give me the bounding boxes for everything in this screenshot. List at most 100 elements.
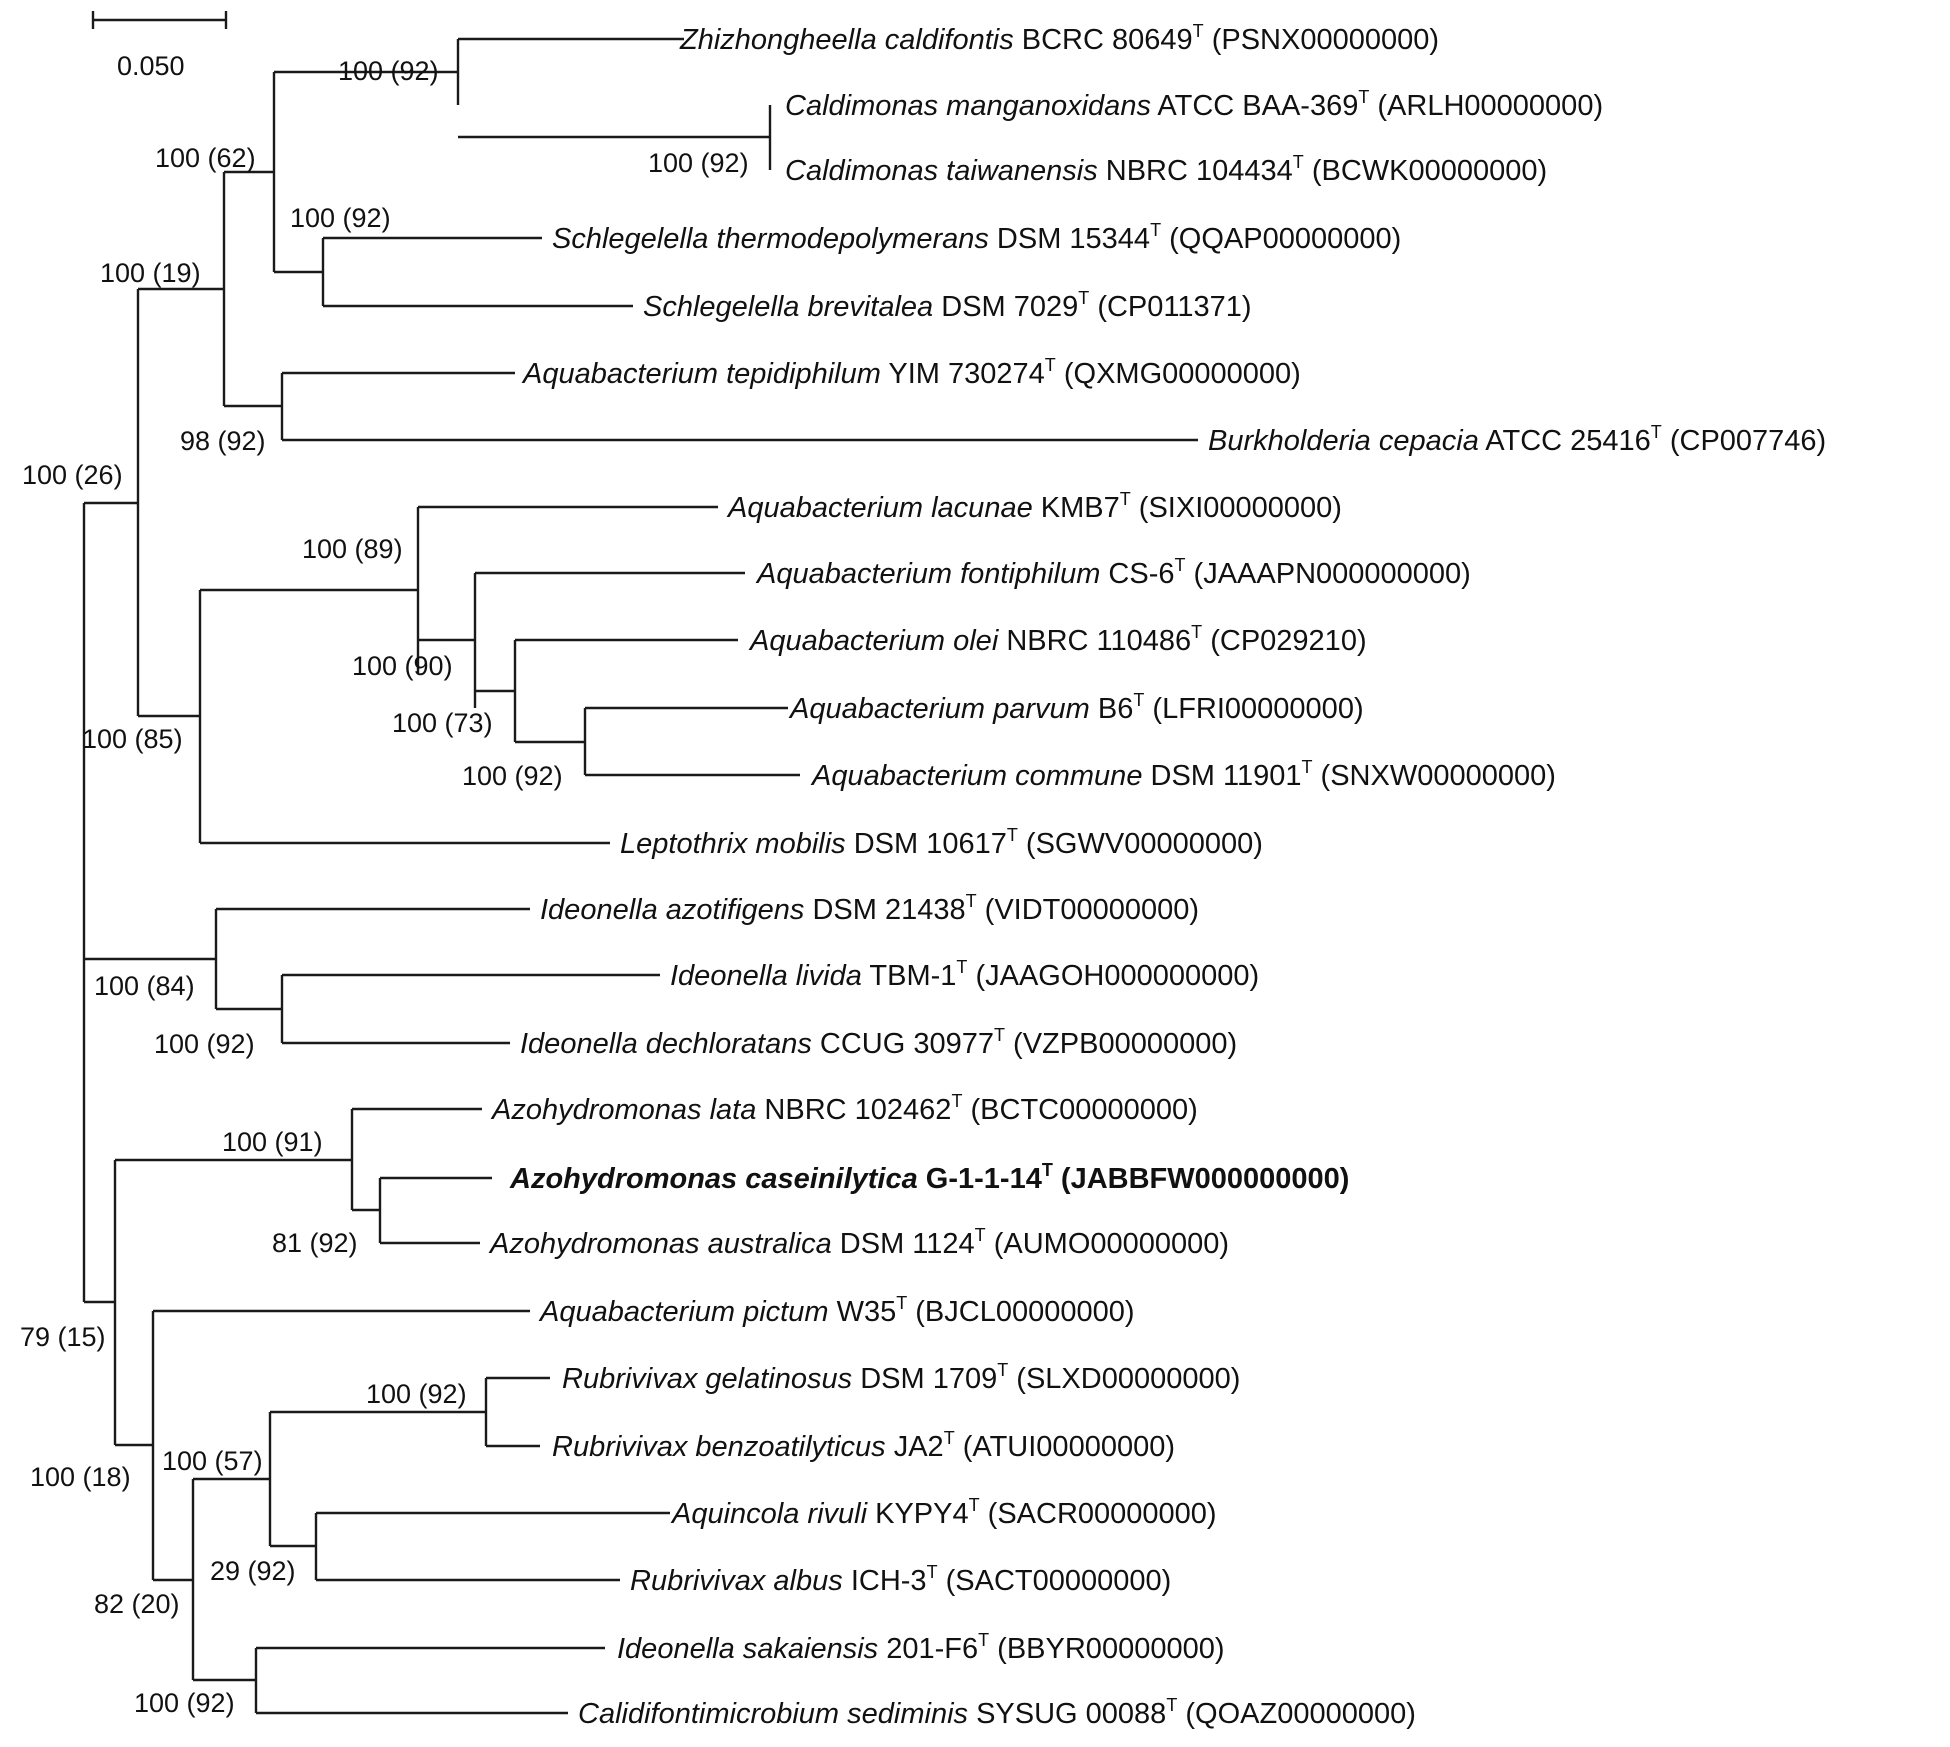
species-name: Calidifontimicrobium sediminis <box>578 1698 968 1730</box>
taxon-label: Caldimonas taiwanensis NBRC 104434T (BCW… <box>785 152 1547 187</box>
taxon-label: Aquabacterium pictum W35T (BJCL00000000) <box>538 1293 1135 1328</box>
type-strain-mark: T <box>978 1630 989 1650</box>
type-strain-mark: T <box>1120 489 1131 509</box>
strain-name: DSM 21438 <box>804 894 965 926</box>
strain-name: DSM 11901 <box>1142 760 1301 792</box>
bootstrap-value: 100 (62) <box>155 143 256 173</box>
species-name: Aquabacterium parvum <box>788 693 1090 725</box>
type-strain-mark: T <box>1651 422 1662 442</box>
strain-name: TBM-1 <box>862 960 957 992</box>
accession-number: (QXMG00000000) <box>1056 358 1301 390</box>
bootstrap-value: 100 (92) <box>366 1379 467 1409</box>
taxon-label: Aquabacterium lacunae KMB7T (SIXI0000000… <box>726 489 1342 524</box>
strain-name: ICH-3 <box>843 1565 927 1597</box>
taxon-label: Aquabacterium tepidiphilum YIM 730274T (… <box>521 355 1301 390</box>
taxon-label: Aquabacterium parvum B6T (LFRI00000000) <box>788 690 1364 725</box>
taxon-label: Rubrivivax benzoatilyticus JA2T (ATUI000… <box>552 1428 1175 1463</box>
type-strain-mark: T <box>956 957 967 977</box>
species-name: Burkholderia cepacia <box>1208 425 1479 457</box>
strain-name: DSM 1709 <box>852 1363 997 1395</box>
type-strain-mark: T <box>1045 355 1056 375</box>
species-name: Ideonella sakaiensis <box>617 1633 878 1665</box>
type-strain-mark: T <box>1175 555 1186 575</box>
strain-name: KMB7 <box>1033 492 1120 524</box>
type-strain-mark: T <box>997 1360 1008 1380</box>
accession-number: (VIDT00000000) <box>977 894 1199 926</box>
bootstrap-value: 82 (20) <box>94 1589 180 1619</box>
species-name: Aquabacterium lacunae <box>726 492 1033 524</box>
species-name: Azohydromonas australica <box>488 1228 832 1260</box>
accession-number: (AUMO00000000) <box>986 1228 1229 1260</box>
type-strain-mark: T <box>896 1293 907 1313</box>
strain-name: NBRC 104434 <box>1098 155 1293 187</box>
type-strain-mark: T <box>1191 622 1202 642</box>
scale-bar-label: 0.050 <box>117 51 185 81</box>
strain-name: NBRC 110486 <box>998 625 1191 657</box>
strain-name: KYPY4 <box>867 1498 969 1530</box>
accession-number: (JAAGOH000000000) <box>967 960 1259 992</box>
type-strain-mark: T <box>944 1428 955 1448</box>
species-name: Ideonella azotifigens <box>540 894 804 926</box>
taxon-label: Ideonella sakaiensis 201-F6T (BBYR000000… <box>617 1630 1225 1665</box>
bootstrap-value: 100 (26) <box>22 460 123 490</box>
bootstrap-value: 29 (92) <box>210 1556 296 1586</box>
species-name: Rubrivivax albus <box>630 1565 843 1597</box>
species-name: Rubrivivax benzoatilyticus <box>552 1431 886 1463</box>
accession-number: (BJCL00000000) <box>907 1296 1134 1328</box>
taxon-label: Schlegelella thermodepolymerans DSM 1534… <box>552 220 1401 255</box>
bootstrap-value: 100 (18) <box>30 1462 131 1492</box>
accession-number: (CP007746) <box>1662 425 1826 457</box>
taxon-label: Azohydromonas caseinilytica G-1-1-14T (J… <box>509 1160 1349 1195</box>
accession-number: (ATUI00000000) <box>955 1431 1175 1463</box>
bootstrap-value: 100 (92) <box>648 148 749 178</box>
accession-number: (BBYR00000000) <box>989 1633 1224 1665</box>
taxon-label: Burkholderia cepacia ATCC 25416T (CP0077… <box>1208 422 1826 457</box>
bootstrap-value: 100 (19) <box>100 258 201 288</box>
species-name: Ideonella livida <box>670 960 862 992</box>
type-strain-mark: T <box>1007 825 1018 845</box>
strain-name: CCUG 30977 <box>812 1028 994 1060</box>
species-name: Aquabacterium olei <box>748 625 1000 657</box>
species-name: Schlegelella thermodepolymerans <box>552 223 989 255</box>
species-name: Leptothrix mobilis <box>620 828 846 860</box>
bootstrap-value: 98 (92) <box>180 426 266 456</box>
scale-bar: 0.050 <box>91 11 228 81</box>
species-name: Aquabacterium tepidiphilum <box>521 358 881 390</box>
species-name: Aquincola rivuli <box>670 1498 869 1530</box>
type-strain-mark: T <box>1133 690 1144 710</box>
type-strain-mark: T <box>969 1495 980 1515</box>
taxon-label: Zhizhongheella caldifontis BCRC 80649T (… <box>679 21 1439 56</box>
strain-name: SYSUG 00088 <box>968 1698 1166 1730</box>
strain-name: ATCC 25416 <box>1479 425 1651 457</box>
taxon-label: Calidifontimicrobium sediminis SYSUG 000… <box>578 1695 1416 1730</box>
bootstrap-value: 100 (92) <box>338 56 439 86</box>
strain-name: NBRC 102462 <box>756 1094 951 1126</box>
strain-name: DSM 15344 <box>989 223 1150 255</box>
species-name: Aquabacterium fontiphilum <box>755 558 1100 590</box>
strain-name: W35 <box>829 1296 897 1328</box>
type-strain-mark: T <box>1293 152 1304 172</box>
bootstrap-value: 79 (15) <box>20 1322 106 1352</box>
strain-name: CS-6 <box>1100 558 1174 590</box>
species-name: Caldimonas taiwanensis <box>785 155 1098 187</box>
tree-branches <box>82 37 1198 1715</box>
taxon-label: Rubrivivax gelatinosus DSM 1709T (SLXD00… <box>562 1360 1240 1395</box>
accession-number: (LFRI00000000) <box>1144 693 1363 725</box>
bootstrap-value: 100 (92) <box>462 761 563 791</box>
species-name: Aquabacterium commune <box>810 760 1142 792</box>
strain-name: G-1-1-14 <box>918 1163 1042 1195</box>
type-strain-mark: T <box>1150 220 1161 240</box>
accession-number: (BCWK00000000) <box>1304 155 1547 187</box>
accession-number: (VZPB00000000) <box>1005 1028 1237 1060</box>
taxon-label: Leptothrix mobilis DSM 10617T (SGWV00000… <box>620 825 1263 860</box>
bootstrap-value: 81 (92) <box>272 1228 358 1258</box>
strain-name: B6 <box>1090 693 1134 725</box>
accession-number: (CP011371) <box>1089 291 1251 323</box>
strain-name: YIM 730274 <box>881 358 1045 390</box>
type-strain-mark: T <box>1078 288 1089 308</box>
taxon-label: Caldimonas manganoxidans ATCC BAA-369T (… <box>785 87 1603 122</box>
taxon-label: Azohydromonas australica DSM 1124T (AUMO… <box>488 1225 1229 1260</box>
accession-number: (BCTC00000000) <box>962 1094 1197 1126</box>
accession-number: (CP029210) <box>1202 625 1366 657</box>
taxon-label: Schlegelella brevitalea DSM 7029T (CP011… <box>643 288 1252 323</box>
